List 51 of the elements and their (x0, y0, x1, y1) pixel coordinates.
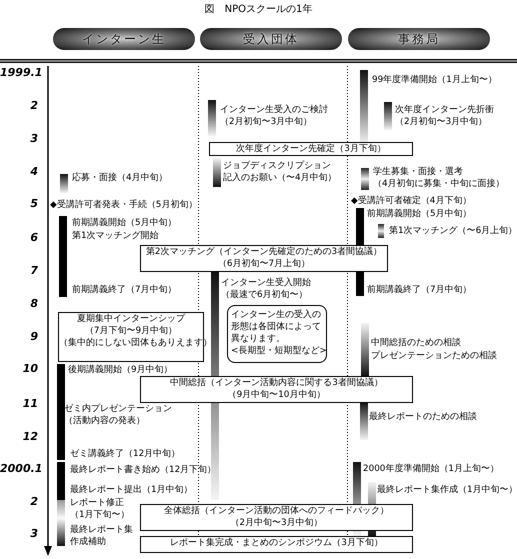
month-label: 3 (29, 133, 38, 145)
event-label: 最終レポート集作成補助 (70, 524, 133, 548)
event-label: プレゼンテーションための相談 (371, 350, 497, 362)
column-header: インターン生 (53, 28, 195, 50)
event-label: レポート修正（1月下旬〜） (70, 497, 130, 521)
event-label: インターン生受入開始（最速で6月初旬〜） (221, 277, 311, 301)
month-label: 5 (29, 198, 38, 210)
event-label: 前期講義終了（7月中旬） (367, 284, 472, 296)
event-label: 最終レポートのための相談 (369, 411, 477, 423)
event-box: 全体総括（インターン活動の団体へのフィードバック） （2月中旬〜3月中旬） (140, 504, 413, 531)
event-label: 第1次マッチング（〜6月上旬） (389, 225, 517, 237)
note-box: インターン生の受入の形態は各団体によって異なります。<長期型・短期型など> (227, 305, 327, 363)
month-label: 8 (29, 298, 38, 310)
event-label: ゼミ講義終了（12月中旬） (70, 448, 180, 460)
event-label: インターン生受入のご検討（2月初旬〜3月中旬） (220, 104, 328, 128)
event-label: 第1次マッチング開始 (72, 230, 159, 242)
event-label: ◆受講許可者発表・手続（5月初旬） (50, 199, 198, 211)
month-label: 3 (29, 528, 38, 540)
event-label: 中間総括のための相談 (371, 337, 461, 349)
event-box: 次年度インターン先確定（3月下旬） (209, 142, 413, 156)
month-label: 9 (29, 331, 38, 343)
event-label: 2000年度準備開始（1月上旬〜） (363, 463, 499, 475)
column-header: 事務局 (348, 28, 490, 50)
event-label: 最終レポート書き始め（12月下旬） (70, 464, 216, 476)
event-box: 中間総括（インターン活動内容に関する3者間協議） （9月中旬〜10月中旬） (140, 376, 413, 403)
month-label: 11 (22, 398, 38, 410)
event-label: 99年度準備開始（1月上旬〜） (372, 74, 497, 86)
event-label: ◆受講許可者確定（4月下旬） (351, 195, 472, 207)
event-box: 第2次マッチング（インターン先確定のための3者間協議） （6月初旬〜7月上旬） (140, 245, 388, 272)
month-label: 12 (22, 431, 38, 443)
event-label: 次年度インターン先折衝（2月初旬〜3月中旬） (395, 104, 494, 128)
figure-title: 図 NPOスクールの1年 (204, 4, 314, 16)
event-label: ジョブディスクリプション記入のお願い（〜4月中旬） (223, 160, 337, 184)
month-label: 2 (29, 496, 38, 508)
month-label: 7 (29, 265, 38, 277)
month-label: 4 (29, 166, 38, 178)
event-label: 最終レポート集作成（1月中旬〜） (377, 484, 517, 496)
event-label: 最終レポート提出（1月中旬） (70, 484, 193, 496)
event-label: 後期講義開始（9月中旬） (68, 364, 173, 376)
event-label: 学生募集・面接・選考（4月初旬に募集・中旬に面接） (373, 166, 505, 190)
event-label: 応募・面接（4月中旬） (72, 172, 168, 184)
month-label: 10 (22, 363, 38, 375)
event-label: 前期講義開始（5月中旬） (367, 208, 472, 220)
event-box: 夏期集中インターンシップ （7月下旬〜9月中旬） （集中的にしない団体もありえます） (58, 312, 204, 362)
event-label: 前期講義開始（5月中旬） (72, 217, 177, 229)
month-label: 6 (29, 232, 38, 244)
event-box: レポート集完成・まとめのシンポジウム（3月下旬） (140, 536, 413, 553)
column-header: 受入団体 (200, 28, 342, 50)
event-label: ゼミ内プレゼンテーション（活動内容の発表） (64, 403, 172, 427)
event-label: 前期講義終了（7月中旬） (72, 284, 177, 296)
month-label: 2 (29, 100, 38, 112)
